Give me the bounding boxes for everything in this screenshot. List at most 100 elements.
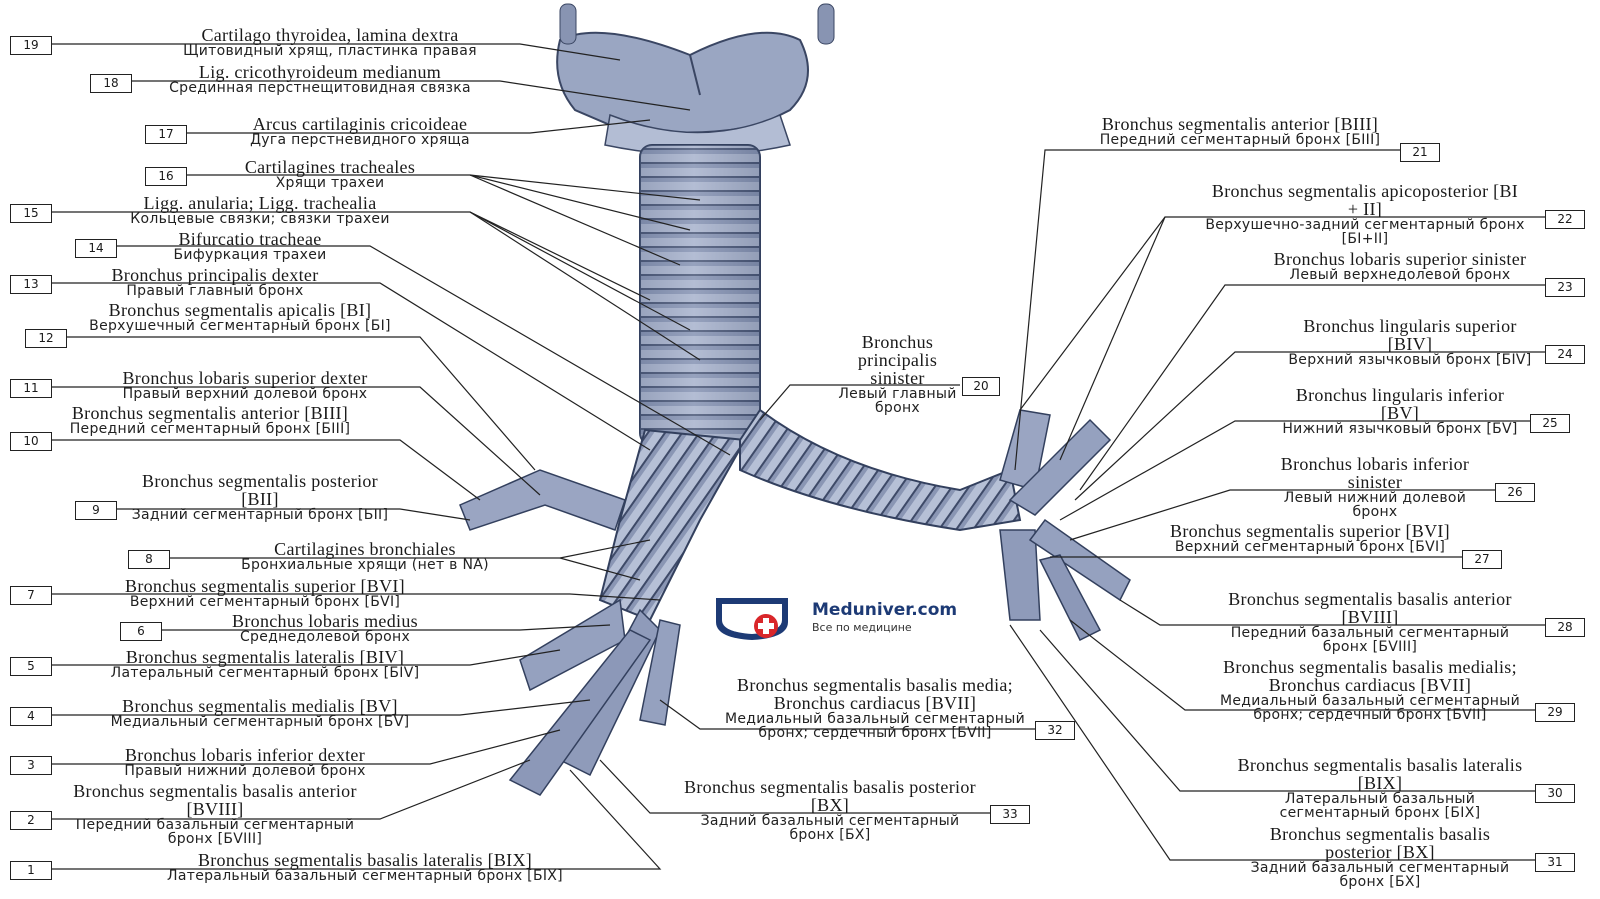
- label-number: 25: [1530, 414, 1570, 433]
- left-main-bronchus: [739, 408, 1131, 642]
- russian-term: Левый главный бронх: [838, 386, 957, 416]
- latin-term: Bronchus lobaris superior sinister: [1273, 249, 1527, 269]
- label-28: Bronchus segmentalis basalis anterior [B…: [1210, 590, 1530, 654]
- logo-tagline: Все по медицине: [812, 621, 912, 634]
- label-number: 17: [145, 125, 187, 144]
- label-number: 6: [120, 622, 162, 641]
- latin-term: Bronchus segmentalis posterior [BII]: [142, 471, 378, 509]
- latin-term: Bronchus lobaris inferior dexter: [124, 745, 366, 765]
- label-number: 8: [128, 550, 170, 569]
- russian-term: Верхушечный сегментарный бронх [БI]: [89, 318, 391, 334]
- russian-term: Латеральный базальный сегментарный бронх…: [167, 868, 563, 884]
- russian-term: Медиальный базальный сегментарный бронх;…: [1219, 693, 1521, 723]
- label-number: 21: [1400, 143, 1440, 162]
- latin-term: Cartilagines bronchiales: [274, 539, 456, 559]
- russian-term: Задний базальный сегментарный бронх [БX]: [700, 813, 960, 843]
- label-30: Bronchus segmentalis basalis lateralis […: [1230, 756, 1530, 820]
- label-21: Bronchus segmentalis anterior [BIII]Пере…: [1090, 115, 1390, 147]
- latin-term: Bronchus segmentalis basalis anterior [B…: [73, 781, 357, 819]
- russian-term: Передний сегментарный бронх [БIII]: [1099, 132, 1381, 148]
- label-12: Bronchus segmentalis apicalis [BI]Верхуш…: [70, 301, 410, 333]
- label-number: 9: [75, 501, 117, 520]
- label-number: 28: [1545, 618, 1585, 637]
- label-number: 10: [10, 432, 52, 451]
- logo-site: Meduniver.com: [812, 600, 958, 620]
- trachea: [639, 144, 761, 446]
- label-10: Bronchus segmentalis anterior [BIII]Пере…: [60, 404, 360, 436]
- label-number: 18: [90, 74, 132, 93]
- label-number: 14: [75, 239, 117, 258]
- label-number: 23: [1545, 278, 1585, 297]
- russian-term: Кольцевые связки; связки трахеи: [130, 211, 390, 227]
- russian-term: Передний базальный сегментарный бронх [Б…: [75, 817, 355, 847]
- latin-term: Arcus cartilaginis cricoideae: [252, 114, 468, 134]
- label-27: Bronchus segmentalis superior [BVI]Верхн…: [1165, 522, 1455, 554]
- label-24: Bronchus lingularis superior [BIV]Верхни…: [1280, 317, 1540, 367]
- russian-term: Левый нижний долевой бронх: [1283, 490, 1467, 520]
- russian-term: Бронхиальные хрящи (нет в NA): [241, 557, 489, 573]
- label-number: 4: [10, 707, 52, 726]
- russian-term: Срединная перстнещитовидная связка: [169, 80, 471, 96]
- logo-text: Meduniver.com Все по медицине: [812, 600, 957, 634]
- label-29: Bronchus segmentalis basalis medialis; B…: [1215, 658, 1525, 722]
- label-number: 11: [10, 379, 52, 398]
- label-number: 5: [10, 657, 52, 676]
- russian-term: Бифуркация трахеи: [173, 247, 327, 263]
- label-number: 13: [10, 275, 52, 294]
- russian-term: Левый верхнедолевой бронх: [1289, 267, 1511, 283]
- label-number: 26: [1495, 483, 1535, 502]
- larynx: [556, 3, 835, 156]
- russian-term: Хрящи трахеи: [275, 175, 385, 191]
- latin-term: Bronchus lobaris inferior sinister: [1280, 454, 1470, 492]
- label-number: 30: [1535, 784, 1575, 803]
- label-7: Bronchus segmentalis superior [BVI]Верхн…: [55, 577, 475, 609]
- latin-term: Bronchus segmentalis basalis medialis; B…: [1223, 657, 1517, 695]
- latin-term: Bronchus segmentalis apicoposterior [BI …: [1211, 181, 1519, 219]
- russian-term: Верхний сегментарный бронх [БVI]: [1174, 539, 1446, 555]
- latin-term: Bronchus lingularis inferior [BV]: [1295, 385, 1505, 423]
- label-number: 3: [10, 756, 52, 775]
- russian-term: Задний базальный сегментарный бронх [БX]: [1250, 860, 1510, 890]
- meduniver-logo-icon: [716, 598, 788, 640]
- label-number: 16: [145, 167, 187, 186]
- latin-term: Bronchus segmentalis superior [BVI]: [1170, 521, 1450, 541]
- russian-term: Медиальный базальный сегментарный бронх;…: [724, 711, 1026, 741]
- label-number: 15: [10, 204, 52, 223]
- latin-term: Bronchus segmentalis apicalis [BI]: [108, 300, 372, 320]
- latin-term: Bronchus lobaris medius: [232, 611, 418, 631]
- latin-term: Bronchus segmentalis lateralis [BIV]: [125, 647, 405, 667]
- label-number: 29: [1535, 703, 1575, 722]
- russian-term: Верхний сегментарный бронх [БVI]: [129, 594, 401, 610]
- label-31: Bronchus segmentalis basalis posterior […: [1235, 825, 1525, 889]
- russian-term: Верхушечно-задний сегментарный бронх [БI…: [1205, 217, 1525, 247]
- latin-term: Cartilago thyroidea, lamina dextra: [201, 25, 459, 45]
- label-number: 31: [1535, 853, 1575, 872]
- label-number: 1: [10, 861, 52, 880]
- label-number: 24: [1545, 345, 1585, 364]
- russian-term: Латеральный сегментарный бронх [БIV]: [110, 665, 420, 681]
- latin-term: Bronchus segmentalis anterior [BIII]: [1101, 114, 1379, 134]
- latin-term: Ligg. anularia; Ligg. trachealia: [143, 193, 377, 213]
- russian-term: Среднедолевой бронх: [239, 629, 411, 645]
- label-33: Bronchus segmentalis basalis posterior […: [680, 778, 980, 842]
- latin-term: Bifurcatio tracheae: [178, 229, 322, 249]
- russian-term: Передний сегментарный бронх [БIII]: [69, 421, 351, 437]
- latin-term: Bronchus segmentalis basalis lateralis […: [197, 850, 533, 870]
- label-25: Bronchus lingularis inferior [BV]Нижний …: [1275, 386, 1525, 436]
- label-number: 20: [962, 377, 1000, 396]
- latin-term: Bronchus segmentalis basalis anterior [B…: [1228, 589, 1512, 627]
- latin-term: Bronchus principalis dexter: [111, 265, 319, 285]
- russian-term: Латеральный базальный сегментарный бронх…: [1279, 791, 1481, 821]
- label-9: Bronchus segmentalis posterior [BII]Задн…: [125, 472, 395, 522]
- latin-term: Bronchus lobaris superior dexter: [122, 368, 368, 388]
- label-number: 33: [990, 805, 1030, 824]
